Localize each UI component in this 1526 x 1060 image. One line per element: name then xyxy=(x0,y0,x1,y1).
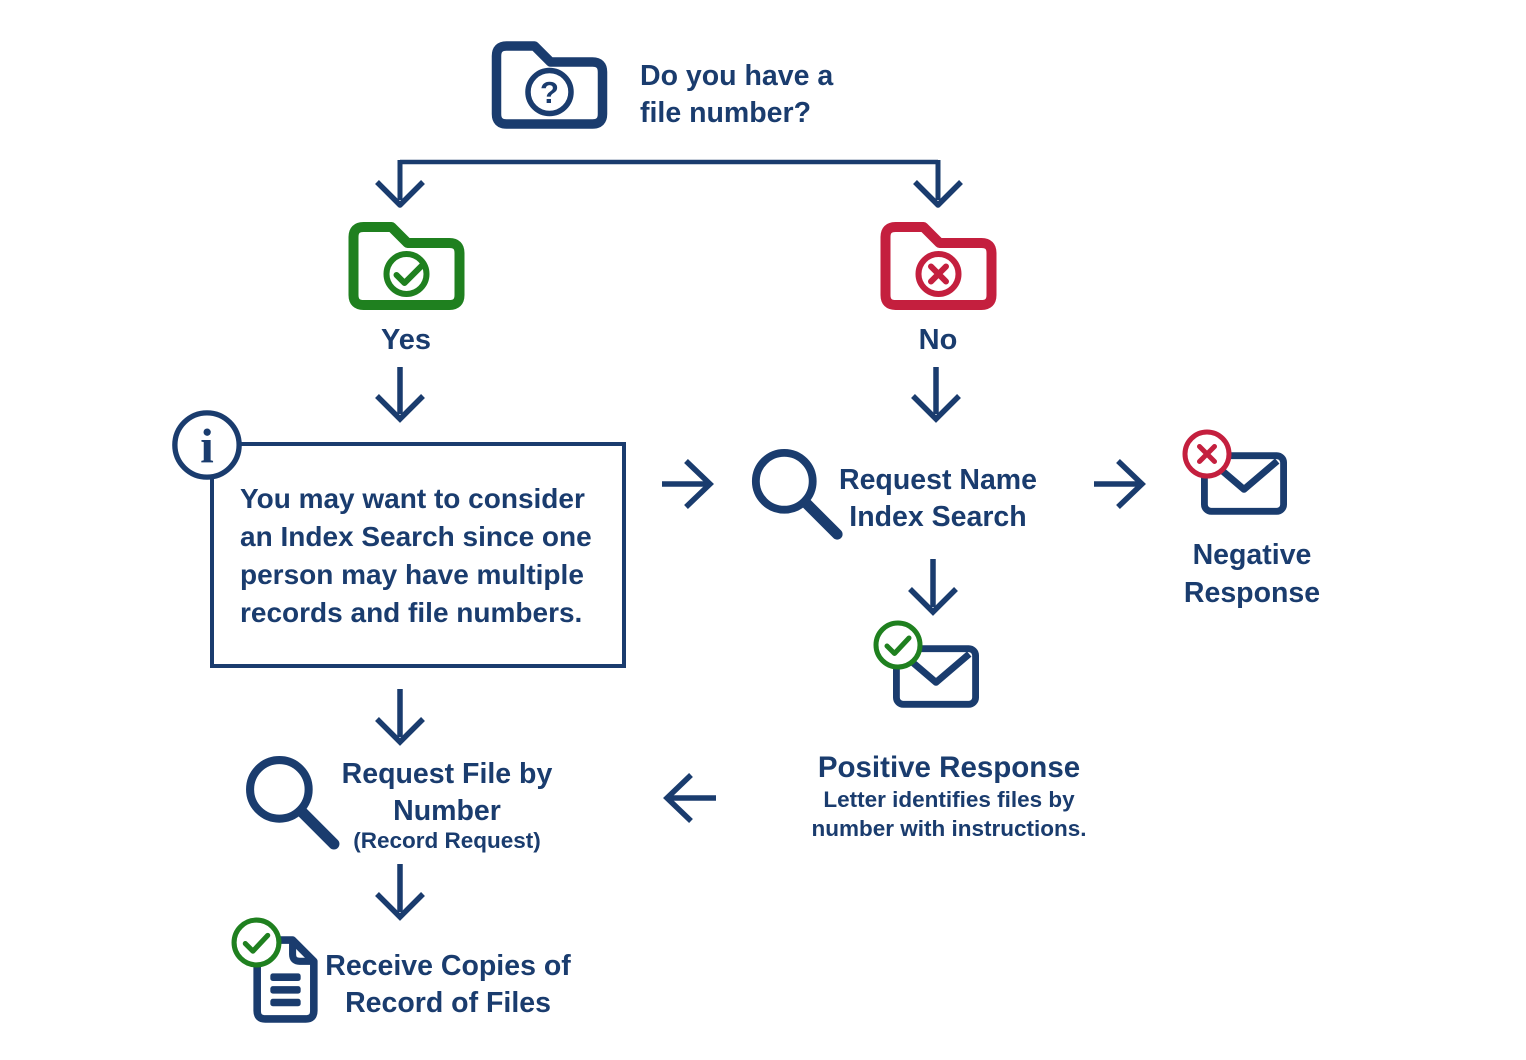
envelope-x-icon xyxy=(1181,428,1289,518)
search-icon xyxy=(246,756,340,850)
x-badge-icon xyxy=(1182,429,1232,479)
positive-title: Positive Response xyxy=(817,751,1081,784)
check-badge-icon xyxy=(231,917,282,968)
envelope-icon xyxy=(893,645,979,708)
arrow-search-to-negative xyxy=(1094,459,1146,509)
branch-connector xyxy=(375,159,963,208)
arrow-info-to-search xyxy=(662,459,714,509)
arrow-request-to-receive xyxy=(375,864,425,921)
info-box-text: You may want to consider an Index Search… xyxy=(240,483,592,629)
search-icon xyxy=(751,448,843,540)
negative-label: Negative Response xyxy=(1183,539,1321,610)
arrow-positive-to-request xyxy=(663,773,716,823)
info-glyph: i xyxy=(200,420,214,474)
name-search-label: Request Name Index Search xyxy=(839,464,1037,534)
receive-label: Receive Copies of Record of Files xyxy=(325,950,571,1020)
request-file-title: Request File by Number xyxy=(341,758,553,828)
document-check-icon xyxy=(230,916,322,1026)
folder-check-icon xyxy=(348,222,465,310)
no-label: No xyxy=(918,324,958,356)
arrow-yes-down xyxy=(375,367,425,423)
question-label: Do you have a file number? xyxy=(640,60,834,130)
arrow-no-down xyxy=(911,367,961,423)
yes-label: Yes xyxy=(381,324,431,356)
folder-x-icon xyxy=(880,222,997,310)
info-box xyxy=(210,442,626,668)
arrow-info-to-request xyxy=(375,689,425,746)
request-file-subtitle: (Record Request) xyxy=(353,828,541,853)
folder-question-icon: ? xyxy=(491,41,608,129)
question-glyph: ? xyxy=(540,75,559,110)
check-badge-icon xyxy=(873,620,923,670)
info-icon: i xyxy=(172,410,242,480)
envelope-check-icon xyxy=(872,619,980,711)
arrow-search-to-positive xyxy=(908,559,958,616)
positive-subtitle: Letter identifies files by number with i… xyxy=(811,787,1087,842)
